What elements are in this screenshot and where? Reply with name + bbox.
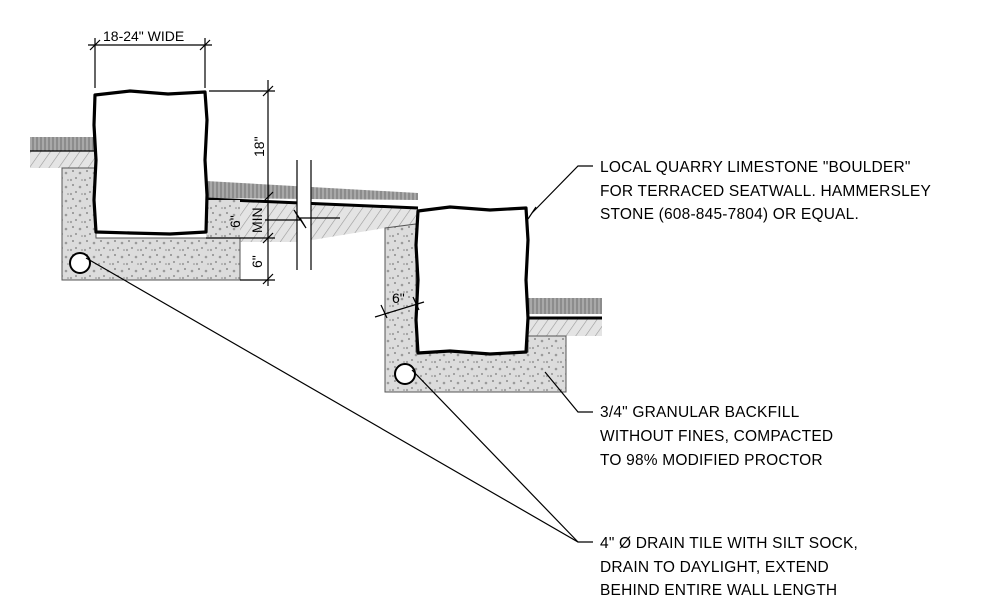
drain-tile-upper (69, 252, 91, 274)
note-boulder: LOCAL QUARRY LIMESTONE "BOULDER" FOR TER… (600, 159, 931, 223)
upper-backfill-behind (206, 200, 240, 238)
note-backfill-line-2: WITHOUT FINES, COMPACTED (600, 428, 833, 445)
lower-boulder (414, 205, 530, 356)
note-boulder-line-3: STONE (608-845-7804) OR EQUAL. (600, 206, 859, 223)
note-backfill-line-3: TO 98% MODIFIED PROCTOR (600, 452, 823, 469)
width-dimension: 18-24" WIDE (88, 28, 212, 88)
note-drain-line-2: DRAIN TO DAYLIGHT, EXTEND (600, 559, 829, 576)
note-drain: 4" Ø DRAIN TILE WITH SILT SOCK, DRAIN TO… (600, 535, 858, 599)
embed-dim-label: 6" (227, 215, 243, 228)
base-dim-label: 6" (249, 255, 265, 268)
note-backfill: 3/4" GRANULAR BACKFILL WITHOUT FINES, CO… (600, 404, 833, 469)
upper-subgrade-right (206, 200, 418, 242)
height-dim-label: 18" (251, 136, 267, 157)
upper-subgrade-left (30, 151, 96, 168)
upper-terrace (30, 137, 419, 242)
upper-topsoil-right (206, 181, 418, 200)
note-drain-line-1: 4" Ø DRAIN TILE WITH SILT SOCK, (600, 535, 858, 552)
upper-topsoil-left (30, 137, 96, 151)
note-backfill-line-1: 3/4" GRANULAR BACKFILL (600, 404, 800, 421)
lower-topsoil (528, 298, 602, 314)
setback-dim-label: 6" (392, 290, 405, 306)
min-dim-label: MIN (249, 207, 265, 233)
lower-subgrade (528, 319, 602, 336)
upper-boulder (92, 89, 209, 236)
lower-terrace (528, 298, 602, 336)
vertical-dimensions: 18" 6" MIN 6" (206, 80, 275, 286)
leaders (85, 165, 593, 543)
width-dim-label: 18-24" WIDE (103, 28, 184, 44)
note-boulder-line-1: LOCAL QUARRY LIMESTONE "BOULDER" (600, 159, 911, 176)
note-drain-line-3: BEHIND ENTIRE WALL LENGTH (600, 582, 837, 599)
break-line (265, 160, 340, 270)
note-boulder-line-2: FOR TERRACED SEATWALL. HAMMERSLEY (600, 183, 931, 200)
setback-dimension: 6" (374, 290, 425, 319)
drain-tile-lower (394, 363, 416, 385)
